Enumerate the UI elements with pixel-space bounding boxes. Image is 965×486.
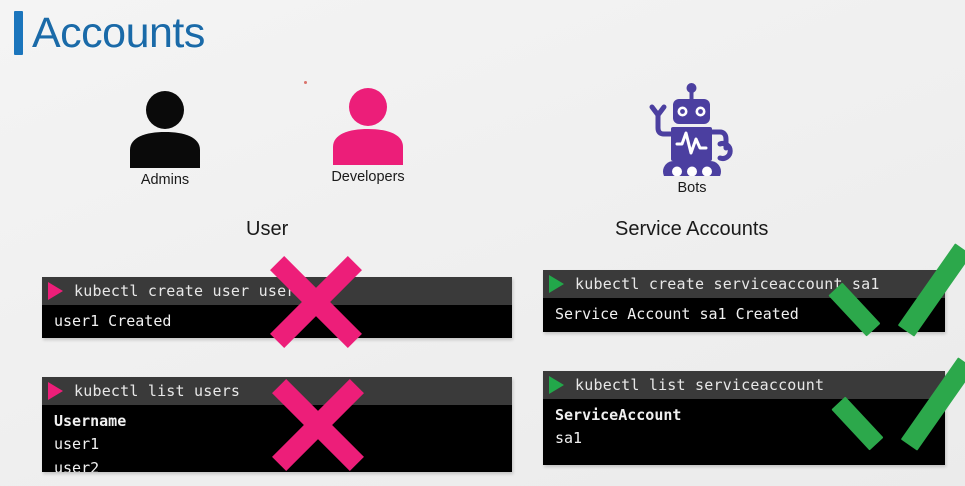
column-heading-service-accounts: Service Accounts xyxy=(615,218,769,240)
cross-mark-icon xyxy=(272,379,364,471)
persona-label-developers: Developers xyxy=(331,169,405,185)
play-triangle-icon xyxy=(549,275,564,293)
terminal-output-line: Service Account sa1 Created xyxy=(555,305,799,323)
terminal-command: kubectl create serviceaccount sa1 xyxy=(575,275,880,293)
play-triangle-icon xyxy=(48,382,63,400)
terminal-output: Service Account sa1 Created xyxy=(543,298,945,332)
play-triangle-icon xyxy=(549,376,564,394)
terminal-output-line: user1 Created xyxy=(54,312,172,330)
persona-admins: Admins xyxy=(100,88,230,188)
persona-bots: Bots xyxy=(627,80,757,196)
terminal-create-user: kubectl create user user1 user1 Created xyxy=(42,277,512,338)
stray-dot-artifact xyxy=(304,81,307,84)
terminal-command: kubectl list users xyxy=(74,382,241,400)
persona-developers: Developers xyxy=(303,85,433,185)
persona-label-bots: Bots xyxy=(677,180,707,196)
terminal-output-line: user1 xyxy=(54,435,100,454)
terminal-header: kubectl list users xyxy=(42,377,512,405)
terminal-create-serviceaccount: kubectl create serviceaccount sa1 Servic… xyxy=(543,270,945,332)
terminal-header: kubectl create serviceaccount sa1 xyxy=(543,270,945,298)
terminal-output-line: user2 xyxy=(54,458,100,473)
terminal-output-line: sa1 xyxy=(555,429,583,448)
terminal-header: kubectl create user user1 xyxy=(42,277,512,305)
robot-icon-bots xyxy=(627,80,757,176)
person-icon-admins xyxy=(100,88,230,168)
terminal-output-header: Username xyxy=(54,412,127,430)
play-triangle-icon xyxy=(48,282,63,300)
check-mark-icon xyxy=(828,243,965,348)
terminal-output-header: ServiceAccount xyxy=(555,406,682,424)
column-heading-user: User xyxy=(246,218,289,240)
page-title: Accounts xyxy=(14,11,205,55)
title-label: Accounts xyxy=(32,8,205,57)
persona-label-admins: Admins xyxy=(140,172,190,188)
person-icon-developers xyxy=(303,85,433,165)
terminal-header: kubectl list serviceaccount xyxy=(543,371,945,399)
terminal-output: Username user1 user2 xyxy=(42,405,512,472)
terminal-command: kubectl create user user1 xyxy=(74,282,305,300)
title-accent-bar xyxy=(14,11,23,55)
cross-mark-icon xyxy=(270,256,362,348)
terminal-command: kubectl list serviceaccount xyxy=(575,376,825,394)
terminal-list-users: kubectl list users Username user1 user2 xyxy=(42,377,512,472)
check-mark-icon xyxy=(831,357,965,462)
